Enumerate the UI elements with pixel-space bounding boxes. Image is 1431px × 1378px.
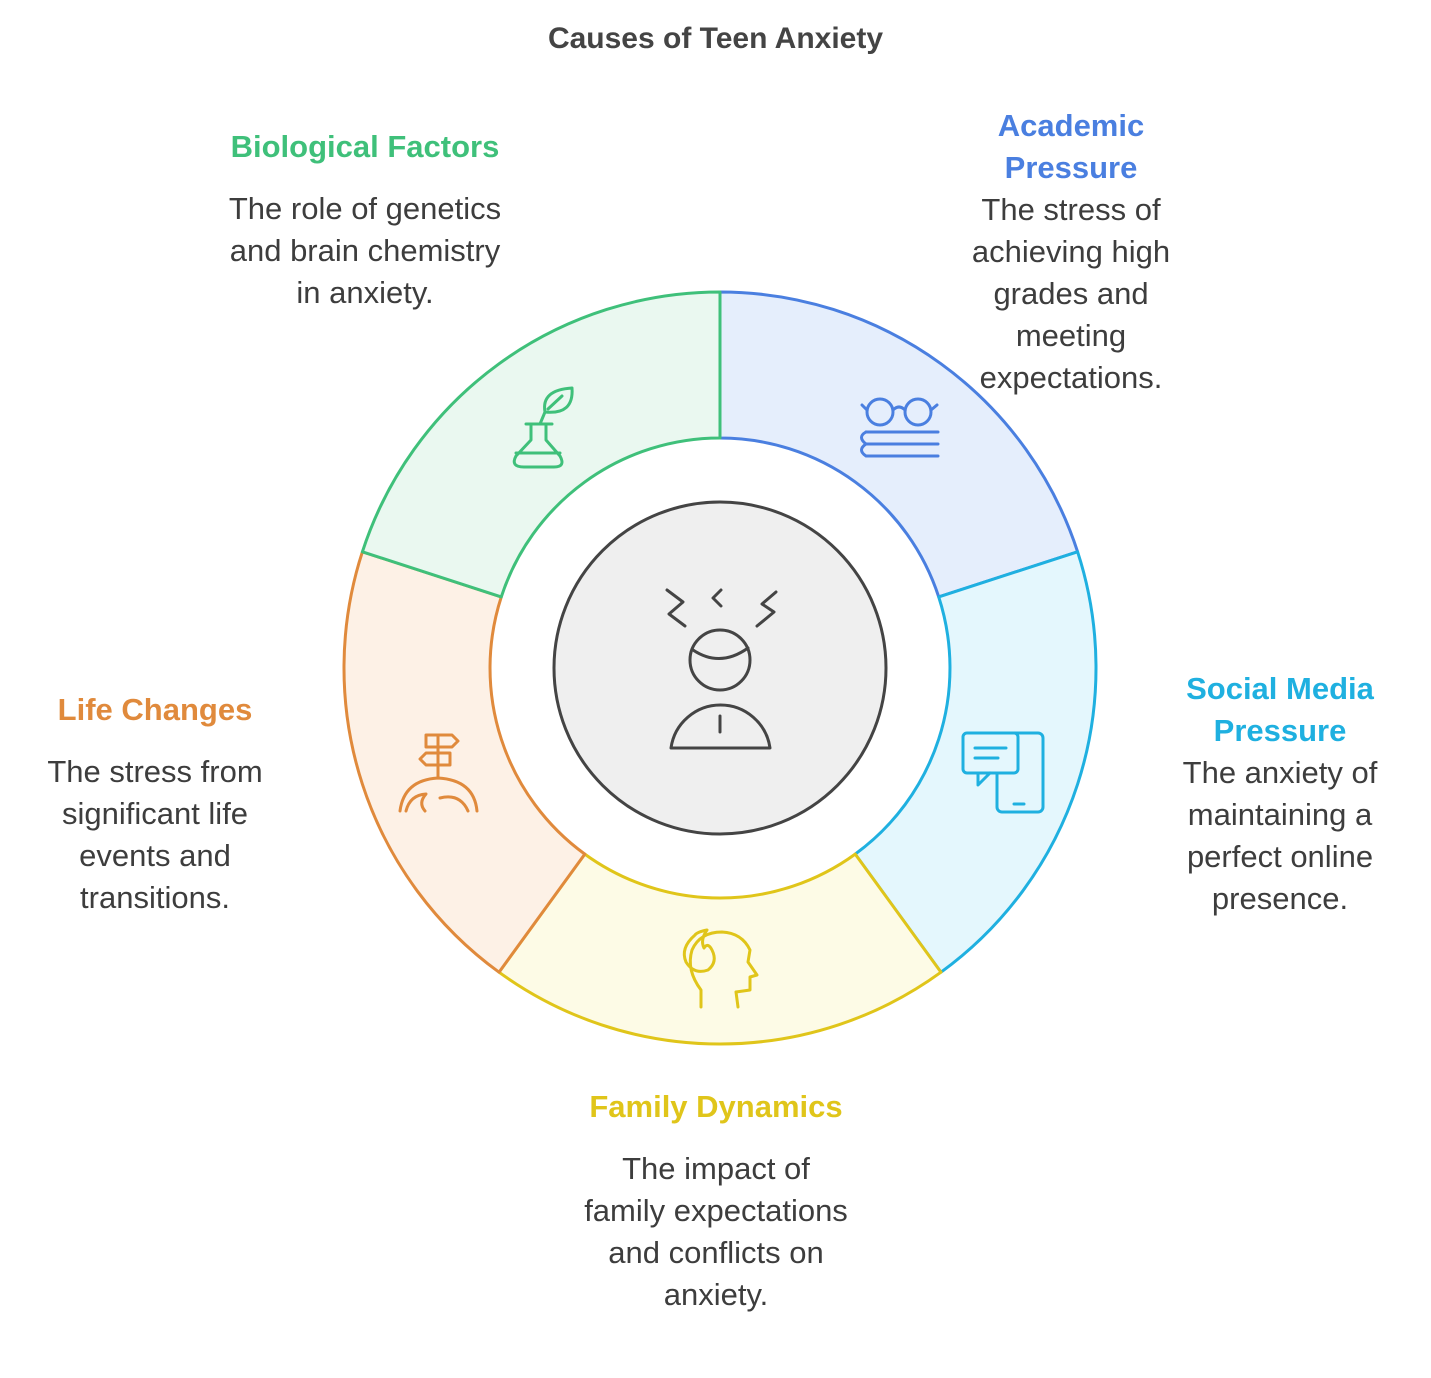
segment-description: The anxiety of maintaining a perfect onl…	[1182, 755, 1378, 916]
head-fire-icon	[682, 928, 759, 1009]
phone-chat-icon	[961, 731, 1045, 814]
segment-heading: Biological Factors	[230, 129, 500, 164]
segment-heading: Social Media Pressure	[1186, 671, 1374, 748]
segment-description: The stress of achieving high grades and …	[971, 192, 1171, 395]
segment-family: Family Dynamics The impact of family exp…	[556, 1086, 876, 1316]
segment-description: The stress from significant life events …	[47, 754, 263, 915]
segment-description: The role of genetics and brain chemistry…	[228, 191, 502, 310]
flask-leaf-icon	[512, 386, 574, 469]
center-hub	[552, 500, 888, 836]
page-title: Causes of Teen Anxiety	[547, 22, 884, 55]
segment-heading: Academic Pressure	[997, 108, 1145, 185]
segment-academic: Academic Pressure The stress of achievin…	[946, 105, 1196, 399]
segment-heading: Family Dynamics	[589, 1089, 843, 1124]
segment-wedge-family	[497, 852, 943, 1046]
segment-life: Life Changes The stress from significant…	[20, 689, 290, 919]
signpost-hill-icon	[398, 733, 479, 813]
center-circle	[552, 500, 888, 836]
segment-description: The impact of family expectations and co…	[584, 1151, 848, 1312]
segment-wedge-life	[342, 550, 587, 974]
segment-heading: Life Changes	[57, 692, 253, 727]
segment-wedge-bio	[360, 290, 722, 599]
segment-bio: Biological Factors The role of genetics …	[210, 126, 520, 314]
segment-social: Social Media Pressure The anxiety of mai…	[1160, 668, 1400, 920]
glasses-book-icon	[860, 397, 940, 458]
stressed-person-icon	[665, 588, 778, 750]
